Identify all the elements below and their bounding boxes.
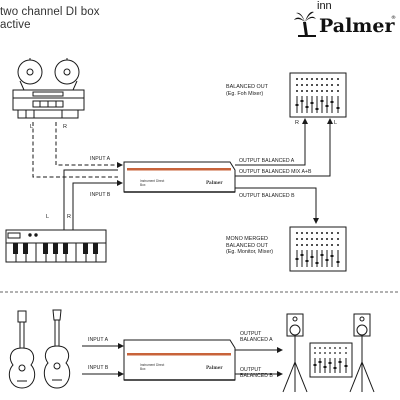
brand-prefix: inn bbox=[317, 0, 332, 12]
output-arrows bbox=[302, 118, 333, 224]
di-box-1-stripe bbox=[127, 168, 231, 171]
section2-outputs bbox=[235, 349, 277, 375]
mixer-bottom-caption: MONO MERGED BALANCED OUT (Eg. Monitor, M… bbox=[226, 236, 274, 256]
output-balanced-mix-label: OUTPUT BALANCED MIX A+B bbox=[239, 169, 312, 175]
mixer-top-r-label: R bbox=[295, 120, 299, 126]
speaker-stand-icon bbox=[349, 313, 375, 393]
page-title: two channel DI box bbox=[0, 6, 100, 18]
tape-right-label: R bbox=[63, 124, 67, 130]
palm-tree-icon bbox=[294, 11, 316, 37]
di-box-1-logo: Palmer bbox=[206, 180, 223, 185]
di-box-1-label-2: Box bbox=[140, 183, 146, 187]
section2-output-arrows bbox=[277, 347, 283, 377]
guitar-icon bbox=[8, 310, 36, 389]
di-box-2-label: Instrument Direct bbox=[140, 363, 165, 367]
di-box-2-stripe bbox=[127, 353, 231, 356]
output-balanced-b-label: OUTPUT BALANCED B bbox=[239, 193, 295, 199]
mixer-icon bbox=[289, 226, 347, 272]
tape-left-label: L bbox=[30, 124, 33, 130]
di-box-1 bbox=[123, 161, 236, 193]
input-b-label: INPUT B bbox=[90, 192, 111, 198]
section2-inputs bbox=[82, 345, 118, 375]
page-subtitle: active bbox=[0, 19, 31, 31]
section2-input-arrows bbox=[118, 343, 124, 377]
speaker-stand-icon bbox=[282, 313, 308, 393]
section1-outputs bbox=[235, 123, 331, 218]
keyboard-cables bbox=[63, 169, 118, 230]
mixer-icon bbox=[309, 342, 353, 378]
mixer-icon bbox=[289, 72, 347, 118]
mixer-top-l-label: L bbox=[334, 120, 337, 126]
keyboard-left-label: L bbox=[46, 214, 49, 220]
brand-logo: Palmer bbox=[319, 15, 395, 37]
guitar-icon bbox=[43, 309, 71, 389]
tape-cables bbox=[32, 122, 118, 178]
input-arrows bbox=[117, 162, 123, 186]
di-box-1-label: Instrument Direct bbox=[140, 179, 165, 183]
tape-recorder-icon bbox=[12, 58, 85, 119]
di-box-2-label-2: Box bbox=[140, 367, 146, 371]
di-box-2 bbox=[123, 339, 236, 381]
input-a-label: INPUT A bbox=[90, 156, 111, 162]
s2-input-b-label: INPUT B bbox=[88, 365, 109, 371]
keyboard-icon bbox=[5, 229, 107, 263]
s2-output-b-label: OUTPUT BALANCED B bbox=[240, 367, 273, 380]
s2-output-a-label: OUTPUT BALANCED A bbox=[240, 331, 273, 344]
di-box-2-logo: Palmer bbox=[206, 365, 223, 370]
brand-registered: ® bbox=[391, 15, 396, 21]
keyboard-right-label: R bbox=[67, 214, 71, 220]
output-balanced-a-label: OUTPUT BALANCED A bbox=[239, 158, 295, 164]
s2-input-a-label: INPUT A bbox=[88, 337, 109, 343]
mixer-top-caption: BALANCED OUT (Eg. Foh Mixer) bbox=[226, 84, 268, 97]
